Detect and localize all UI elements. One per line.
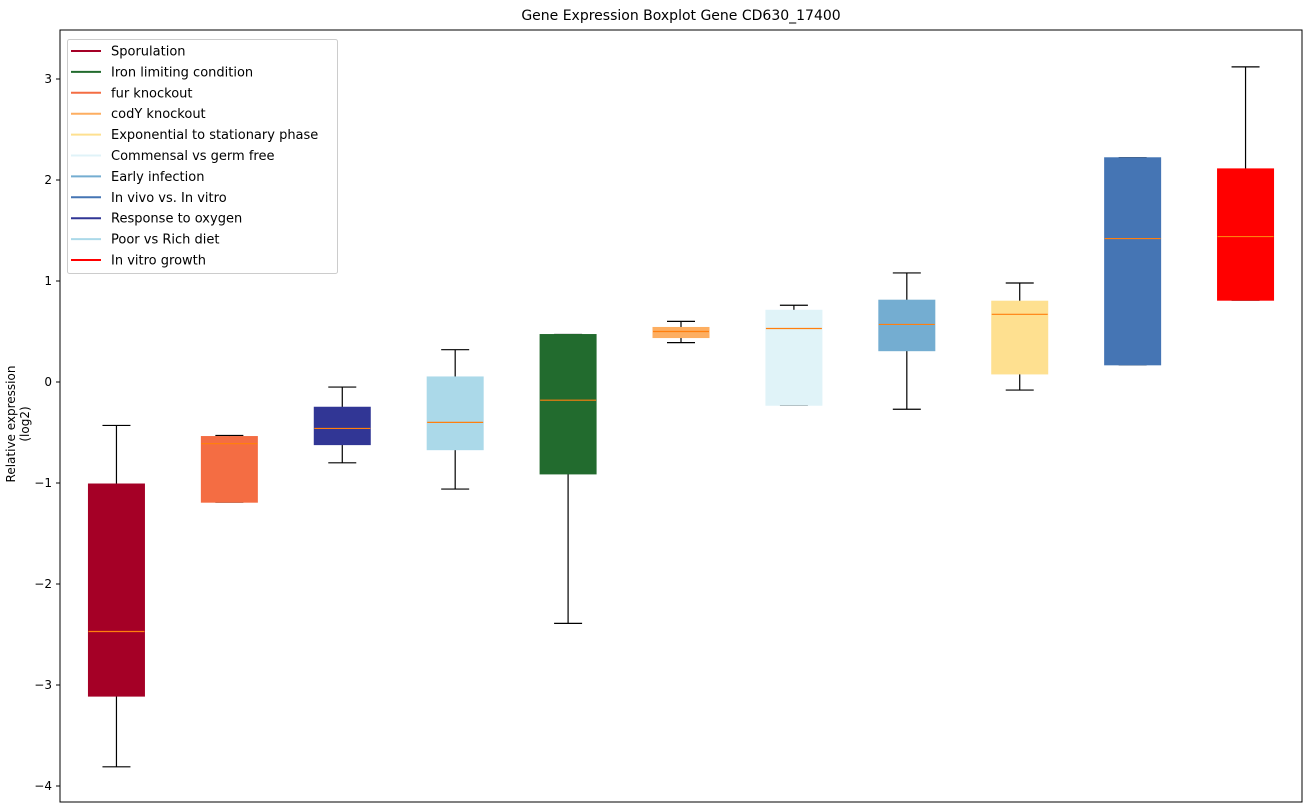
legend-label: Early infection [111, 170, 204, 185]
box-2 [313, 386, 371, 464]
legend-label: Commensal vs germ free [111, 149, 274, 164]
legend-label: Response to oxygen [111, 212, 242, 227]
legend-label: Poor vs Rich diet [111, 233, 219, 248]
y-tick-label: −3 [34, 678, 52, 692]
y-tick-label: 2 [44, 173, 52, 187]
box-0 [87, 424, 145, 768]
legend-label: In vitro growth [111, 254, 206, 269]
box-body [539, 334, 597, 475]
legend-frame [67, 39, 338, 274]
box-4 [539, 333, 597, 624]
y-tick-label: −4 [34, 779, 52, 793]
box-body [87, 483, 145, 697]
box-3 [426, 349, 484, 490]
box-body [1104, 157, 1162, 366]
box-body [878, 299, 936, 352]
legend-label: fur knockout [111, 86, 193, 101]
legend-label: In vivo vs. In vitro [111, 191, 227, 206]
box-body [765, 309, 823, 406]
box-body [200, 436, 258, 503]
box-body [426, 376, 484, 451]
box-7 [878, 272, 936, 410]
chart-title: Gene Expression Boxplot Gene CD630_17400 [521, 8, 841, 24]
y-tick-label: 1 [44, 274, 52, 288]
box-body [313, 406, 371, 446]
y-tick-label: −2 [34, 577, 52, 591]
legend-label: Sporulation [111, 45, 186, 60]
box-5 [652, 320, 710, 344]
box-body [652, 326, 710, 339]
plot-frame [59, 29, 1303, 803]
box-10 [1217, 66, 1275, 301]
y-tick-label: 3 [44, 72, 52, 86]
box-1 [200, 434, 258, 503]
box-8 [991, 282, 1049, 391]
box-body [991, 300, 1049, 375]
box-body [1217, 168, 1275, 301]
legend-label: Iron limiting condition [111, 65, 253, 80]
box-9 [1104, 157, 1162, 366]
box-6 [765, 304, 823, 406]
y-tick-label: 0 [44, 375, 52, 389]
legend-label: codY knockout [111, 107, 206, 122]
legend-label: Exponential to stationary phase [111, 128, 318, 143]
y-tick-label: −1 [34, 476, 52, 490]
